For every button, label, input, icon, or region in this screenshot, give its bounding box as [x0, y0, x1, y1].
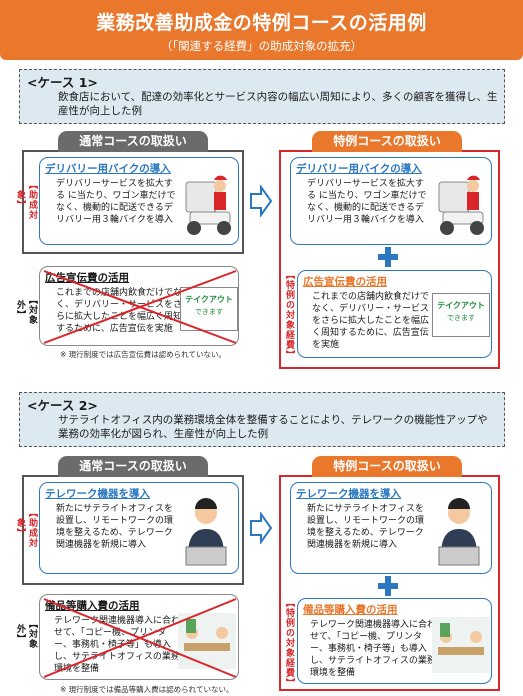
case1-tag-excluded: 【対象外】	[15, 295, 37, 325]
case2-normal-card2: 備品等購入費の活用 テレワーク関連機器導入に合わせて、「コピー機、プリンター、事…	[39, 594, 239, 680]
case2-description: サテライトオフィス内の業務環境全体を整備することにより、テレワークの機能性アップ…	[58, 414, 488, 440]
case1-special-header: 特例コースの取扱い	[312, 131, 462, 152]
case1-description: 飲食店において、配達の効率化とサービス内容の幅広い周知により、多くの顧客を獲得し…	[58, 91, 498, 117]
telework-person-illustration	[438, 498, 480, 566]
case1-tag-special: 【特例の対象経費】	[283, 270, 295, 360]
page-title: 業務改善助成金の特例コースの活用例	[96, 12, 427, 34]
case2-note: ※ 現行制度では備品等購入費は認められていない。	[60, 685, 234, 694]
cross-out-mark	[43, 270, 237, 344]
case1-normal-card1-title: デリバリー用バイクの導入	[45, 163, 171, 175]
case1-note: ※ 現行制度では広告宣伝費は認められていない。	[60, 350, 226, 359]
case2-special-card1: テレワーク機器を導入 新たにサテライトオフィスを設置し、リモートワークの環境を整…	[290, 482, 492, 574]
case2-tag-eligible: 【助成対象】	[15, 502, 38, 554]
case1-special-card1-title: デリバリー用バイクの導入	[296, 163, 422, 175]
case1-normal-card2: 広告宣伝費の活用 これまでの店舗内飲食だけでなく、デリバリー・サービスをさらに拡…	[39, 266, 239, 346]
case2-title: <ケース 2>	[27, 398, 98, 413]
case2-special-header: 特例コースの取扱い	[312, 456, 462, 477]
case1-special-card2-title: 広告宣伝費の活用	[303, 276, 387, 288]
right-arrow-icon	[250, 512, 273, 544]
takeout-sign-line2: できます	[447, 314, 475, 322]
case1-normal-card2-body: これまでの店舗内飲食だけでなく、デリバリー・サービスをさらに拡大したことを幅広く…	[56, 288, 183, 334]
case2-normal-card1-title: テレワーク機器を導入	[45, 488, 150, 500]
case1-special-card2: 広告宣伝費の活用 これまでの店舗内飲食だけでなく、デリバリー・サービスをさらに拡…	[297, 270, 492, 358]
office-meeting-illustration	[432, 617, 490, 673]
case2-normal-header: 通常コースの取扱い	[58, 456, 208, 477]
takeout-sign: テイクアウト できます	[180, 287, 238, 331]
delivery-bike-illustration	[185, 175, 231, 235]
plus-icon	[378, 576, 398, 596]
page-header: 業務改善助成金の特例コースの活用例 （「関連する経費」の助成対象の拡充）	[0, 0, 523, 60]
case2-special-card2-title: 備品等購入費の活用	[303, 604, 398, 616]
case1-special-card2-body: これまでの店舗内飲食だけでなく、デリバリー・サービスをさらに拡大したことを幅広く…	[312, 292, 430, 350]
case1-normal-card1: デリバリー用バイクの導入 デリバリーサービスを拡大する に当たり、ワゴン車だけで…	[39, 157, 239, 245]
case1-title: <ケース 1>	[27, 75, 98, 90]
page-subtitle: （「関連する経費」の助成対象の拡充）	[160, 39, 363, 53]
case1-tag-eligible: 【助成対象】	[15, 174, 38, 226]
takeout-sign-line2: できます	[195, 308, 223, 316]
case2-special-card1-body: 新たにサテライトオフィスを設置し、リモートワークの環境を整えるため、テレワーク関…	[307, 504, 425, 550]
takeout-sign-line1: テイクアウト	[437, 301, 485, 310]
takeout-sign: テイクアウト できます	[432, 293, 490, 337]
case2-normal-card2-body: テレワーク関連機器導入に合わせて、「コピー機、プリンター、事務机・椅子等」も導入…	[54, 616, 181, 674]
case2-tag-excluded: 【対象外】	[15, 619, 37, 649]
delivery-bike-illustration	[438, 175, 484, 235]
takeout-sign-line1: テイクアウト	[185, 295, 233, 304]
case1-special-card1-body: デリバリーサービスを拡大する に当たり、ワゴン車だけでなく、機動的に配送できるデ…	[307, 179, 427, 225]
office-meeting-illustration	[178, 613, 236, 669]
case1-special-card1: デリバリー用バイクの導入 デリバリーサービスを拡大する に当たり、ワゴン車だけで…	[290, 157, 492, 245]
case2-special-card2: 備品等購入費の活用 テレワーク関連機器導入に合わせて、「コピー機、プリンター、事…	[297, 598, 492, 684]
case2-normal-card1: テレワーク機器を導入 新たにサテライトオフィスを設置し、リモートワークの環境を整…	[39, 482, 239, 574]
case2-box: <ケース 2> サテライトオフィス内の業務環境全体を整備することにより、テレワー…	[19, 392, 505, 447]
case2-special-card2-body: テレワーク関連機器導入に合わせて、「コピー機、プリンター、事務机・椅子等」も導入…	[310, 620, 437, 678]
case2-special-card1-title: テレワーク機器を導入	[296, 488, 401, 500]
right-arrow-icon	[250, 185, 273, 217]
plus-icon	[378, 247, 398, 267]
telework-person-illustration	[185, 498, 227, 566]
case2-tag-special: 【特例の対象経費】	[283, 598, 295, 688]
case1-normal-card2-title: 広告宣伝費の活用	[45, 272, 129, 284]
cross-out-mark	[43, 598, 237, 678]
case1-box: <ケース 1> 飲食店において、配達の効率化とサービス内容の幅広い周知により、多…	[19, 69, 505, 124]
case2-normal-card1-body: 新たにサテライトオフィスを設置し、リモートワークの環境を整えるため、テレワーク関…	[56, 504, 174, 550]
case1-normal-card1-body: デリバリーサービスを拡大する に当たり、ワゴン車だけでなく、機動的に配送できるデ…	[56, 179, 176, 225]
case1-normal-header: 通常コースの取扱い	[58, 131, 208, 152]
